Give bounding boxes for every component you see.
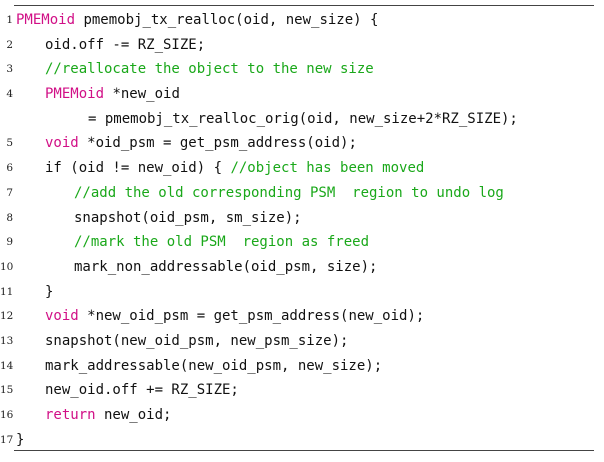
code-token: *oid_psm = get_psm_address(oid); — [78, 135, 357, 152]
code-text: snapshot(new_oid_psm, new_psm_size); — [16, 329, 348, 354]
comment-token: //add the old corresponding PSM region t… — [74, 184, 504, 201]
code-token: oid.off -= RZ_SIZE; — [45, 36, 206, 53]
code-token: *new_oid_psm = get_psm_address(new_oid); — [78, 308, 425, 325]
line-number: 4 — [6, 88, 13, 101]
line-number: 17 — [0, 433, 14, 446]
code-token: } — [45, 283, 54, 300]
line-number: 13 — [0, 334, 14, 347]
keyword-token: PMEMoid — [45, 86, 105, 103]
code-text: void *new_oid_psm = get_psm_address(new_… — [16, 304, 424, 329]
code-token: mark_addressable(new_oid_psm, new_size); — [45, 357, 383, 374]
line-number: 8 — [6, 211, 13, 224]
top-rule — [14, 5, 594, 6]
keyword-token: void — [45, 308, 79, 325]
code-text: oid.off -= RZ_SIZE; — [16, 33, 205, 58]
code-text: if (oid != new_oid) { //object has been … — [16, 156, 424, 181]
keyword-token: PMEMoid — [16, 12, 76, 28]
code-text: //add the old corresponding PSM region t… — [16, 181, 504, 206]
line-number: 12 — [0, 310, 14, 323]
line-number: 5 — [6, 137, 13, 150]
code-line: 7 //add the old corresponding PSM region … — [0, 181, 604, 206]
code-text: //mark the old PSM region as freed — [16, 230, 369, 255]
code-token: snapshot(oid_psm, sm_size); — [74, 209, 302, 226]
code-text: snapshot(oid_psm, sm_size); — [16, 206, 302, 231]
code-text: void *oid_psm = get_psm_address(oid); — [16, 131, 357, 156]
code-line: 9 //mark the old PSM region as freed — [0, 230, 604, 255]
line-number: 3 — [6, 63, 13, 76]
code-text: PMEMoid *new_oid — [16, 82, 180, 107]
code-text: } — [16, 280, 53, 305]
code-text: return new_oid; — [16, 403, 171, 428]
comment-token: //reallocate the object to the new size — [45, 61, 374, 78]
comment-token: //mark the old PSM region as freed — [74, 234, 370, 251]
code-token: = pmemobj_tx_realloc_orig(oid, new_size+… — [88, 110, 518, 127]
code-token: new_oid.off += RZ_SIZE; — [45, 382, 239, 399]
line-number: 11 — [0, 285, 14, 298]
line-number: 2 — [6, 38, 13, 51]
code-line: 13 snapshot(new_oid_psm, new_psm_size); — [0, 329, 604, 354]
line-number: 15 — [0, 384, 14, 397]
code-text: PMEMoid pmemobj_tx_realloc(oid, new_size… — [16, 8, 378, 33]
line-number: 1 — [6, 14, 13, 26]
line-number: 7 — [6, 186, 13, 199]
line-number: 9 — [6, 236, 13, 249]
code-token: new_oid; — [95, 407, 172, 423]
code-token: pmemobj_tx_realloc(oid, new_size) { — [75, 12, 379, 28]
code-line: 15 new_oid.off += RZ_SIZE; — [0, 378, 604, 403]
code-line: 2 oid.off -= RZ_SIZE; — [0, 33, 604, 58]
line-number: 6 — [6, 162, 13, 175]
code-text: } — [16, 428, 24, 453]
code-text: mark_non_addressable(oid_psm, size); — [16, 255, 377, 280]
line-number: 14 — [0, 359, 14, 372]
code-line: 10 mark_non_addressable(oid_psm, size); — [0, 255, 604, 280]
line-number: 16 — [0, 409, 14, 421]
code-line: 3 //reallocate the object to the new size — [0, 57, 604, 82]
line-number: 10 — [0, 260, 14, 273]
keyword-token: void — [45, 135, 79, 152]
code-token: mark_non_addressable(oid_psm, size); — [74, 258, 378, 275]
keyword-token: return — [45, 407, 96, 423]
code-line: 11} — [0, 280, 604, 305]
code-line: 14 mark_addressable(new_oid_psm, new_size… — [0, 354, 604, 379]
code-text: = pmemobj_tx_realloc_orig(oid, new_size+… — [16, 107, 518, 132]
bottom-rule — [14, 450, 594, 451]
code-token: snapshot(new_oid_psm, new_psm_size); — [45, 332, 349, 349]
code-line: 8 snapshot(oid_psm, sm_size); — [0, 206, 604, 231]
code-text: new_oid.off += RZ_SIZE; — [16, 378, 239, 403]
comment-token: //object has been moved — [230, 160, 425, 177]
code-line: 17} — [0, 428, 604, 453]
code-text: //reallocate the object to the new size — [16, 57, 374, 82]
code-token: } — [16, 431, 25, 448]
code-token: *new_oid — [104, 86, 180, 103]
code-text: mark_addressable(new_oid_psm, new_size); — [16, 354, 382, 379]
code-line: = pmemobj_tx_realloc_orig(oid, new_size+… — [0, 107, 604, 132]
code-token: if (oid != new_oid) { — [45, 160, 231, 177]
